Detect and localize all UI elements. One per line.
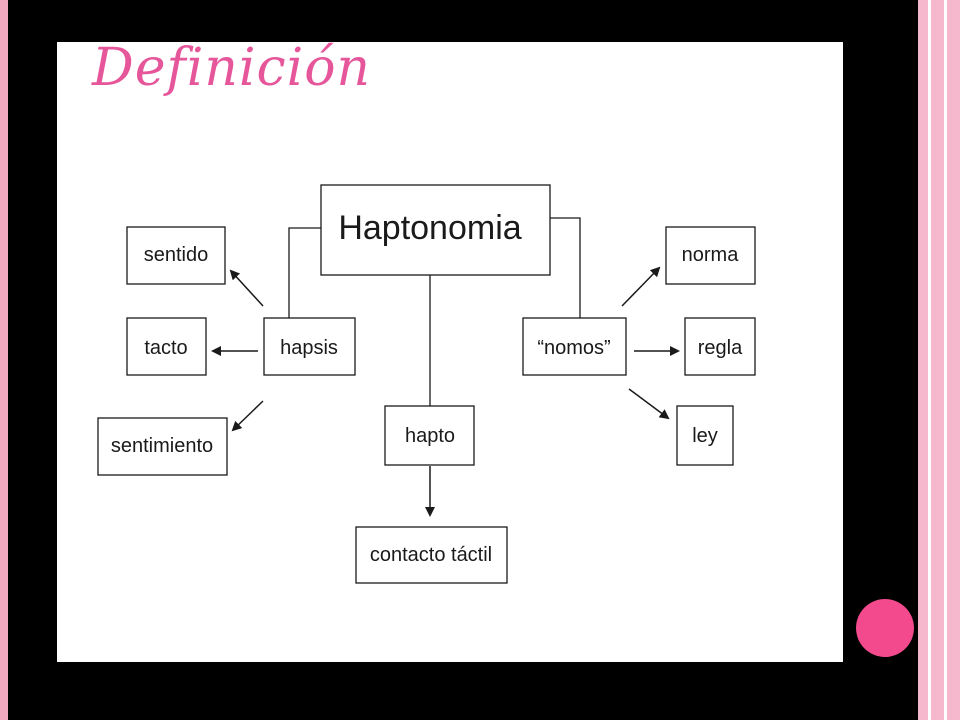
arrows (211, 266, 680, 517)
right-decorative-strip (918, 0, 960, 720)
node-root: Haptonomia (320, 184, 551, 276)
node-sentido-label: sentido (144, 244, 209, 266)
node-ley-label: ley (692, 425, 718, 447)
decorative-circle (856, 599, 914, 657)
node-hapsis: hapsis (263, 317, 356, 376)
node-hapto: hapto (384, 405, 475, 466)
node-nomos-label: “nomos” (537, 337, 610, 359)
node-tacto: tacto (126, 317, 207, 376)
node-regla: regla (684, 317, 756, 376)
node-root-label: Haptonomia (338, 209, 521, 247)
node-sentimiento: sentimiento (97, 417, 228, 476)
strip-line (944, 0, 947, 720)
node-ley: ley (676, 405, 734, 466)
arrow-hapsis-sentimiento (231, 400, 264, 432)
node-tacto-label: tacto (144, 337, 187, 359)
arrow-nomos-norma (621, 266, 661, 307)
arrow-hapsis-sentido (229, 269, 264, 307)
node-sentimiento-label: sentimiento (111, 435, 213, 457)
connectors (288, 217, 581, 406)
node-hapto-label: hapto (405, 425, 455, 447)
node-sentido: sentido (126, 226, 226, 285)
connector-root-nomos (550, 217, 581, 318)
node-nomos: “nomos” (522, 317, 627, 376)
node-hapsis-label: hapsis (280, 337, 338, 359)
connector-root-hapsis (288, 227, 321, 318)
node-regla-label: regla (698, 337, 743, 359)
node-norma-label: norma (682, 244, 740, 266)
node-contacto-tactil: contacto táctil (355, 526, 508, 584)
slide-title: Definición (92, 38, 372, 98)
node-norma: norma (665, 226, 756, 285)
strip-line (928, 0, 931, 720)
left-border-stripe (0, 0, 8, 720)
node-contacto-tactil-label: contacto táctil (370, 544, 492, 566)
arrow-nomos-ley (628, 388, 670, 420)
